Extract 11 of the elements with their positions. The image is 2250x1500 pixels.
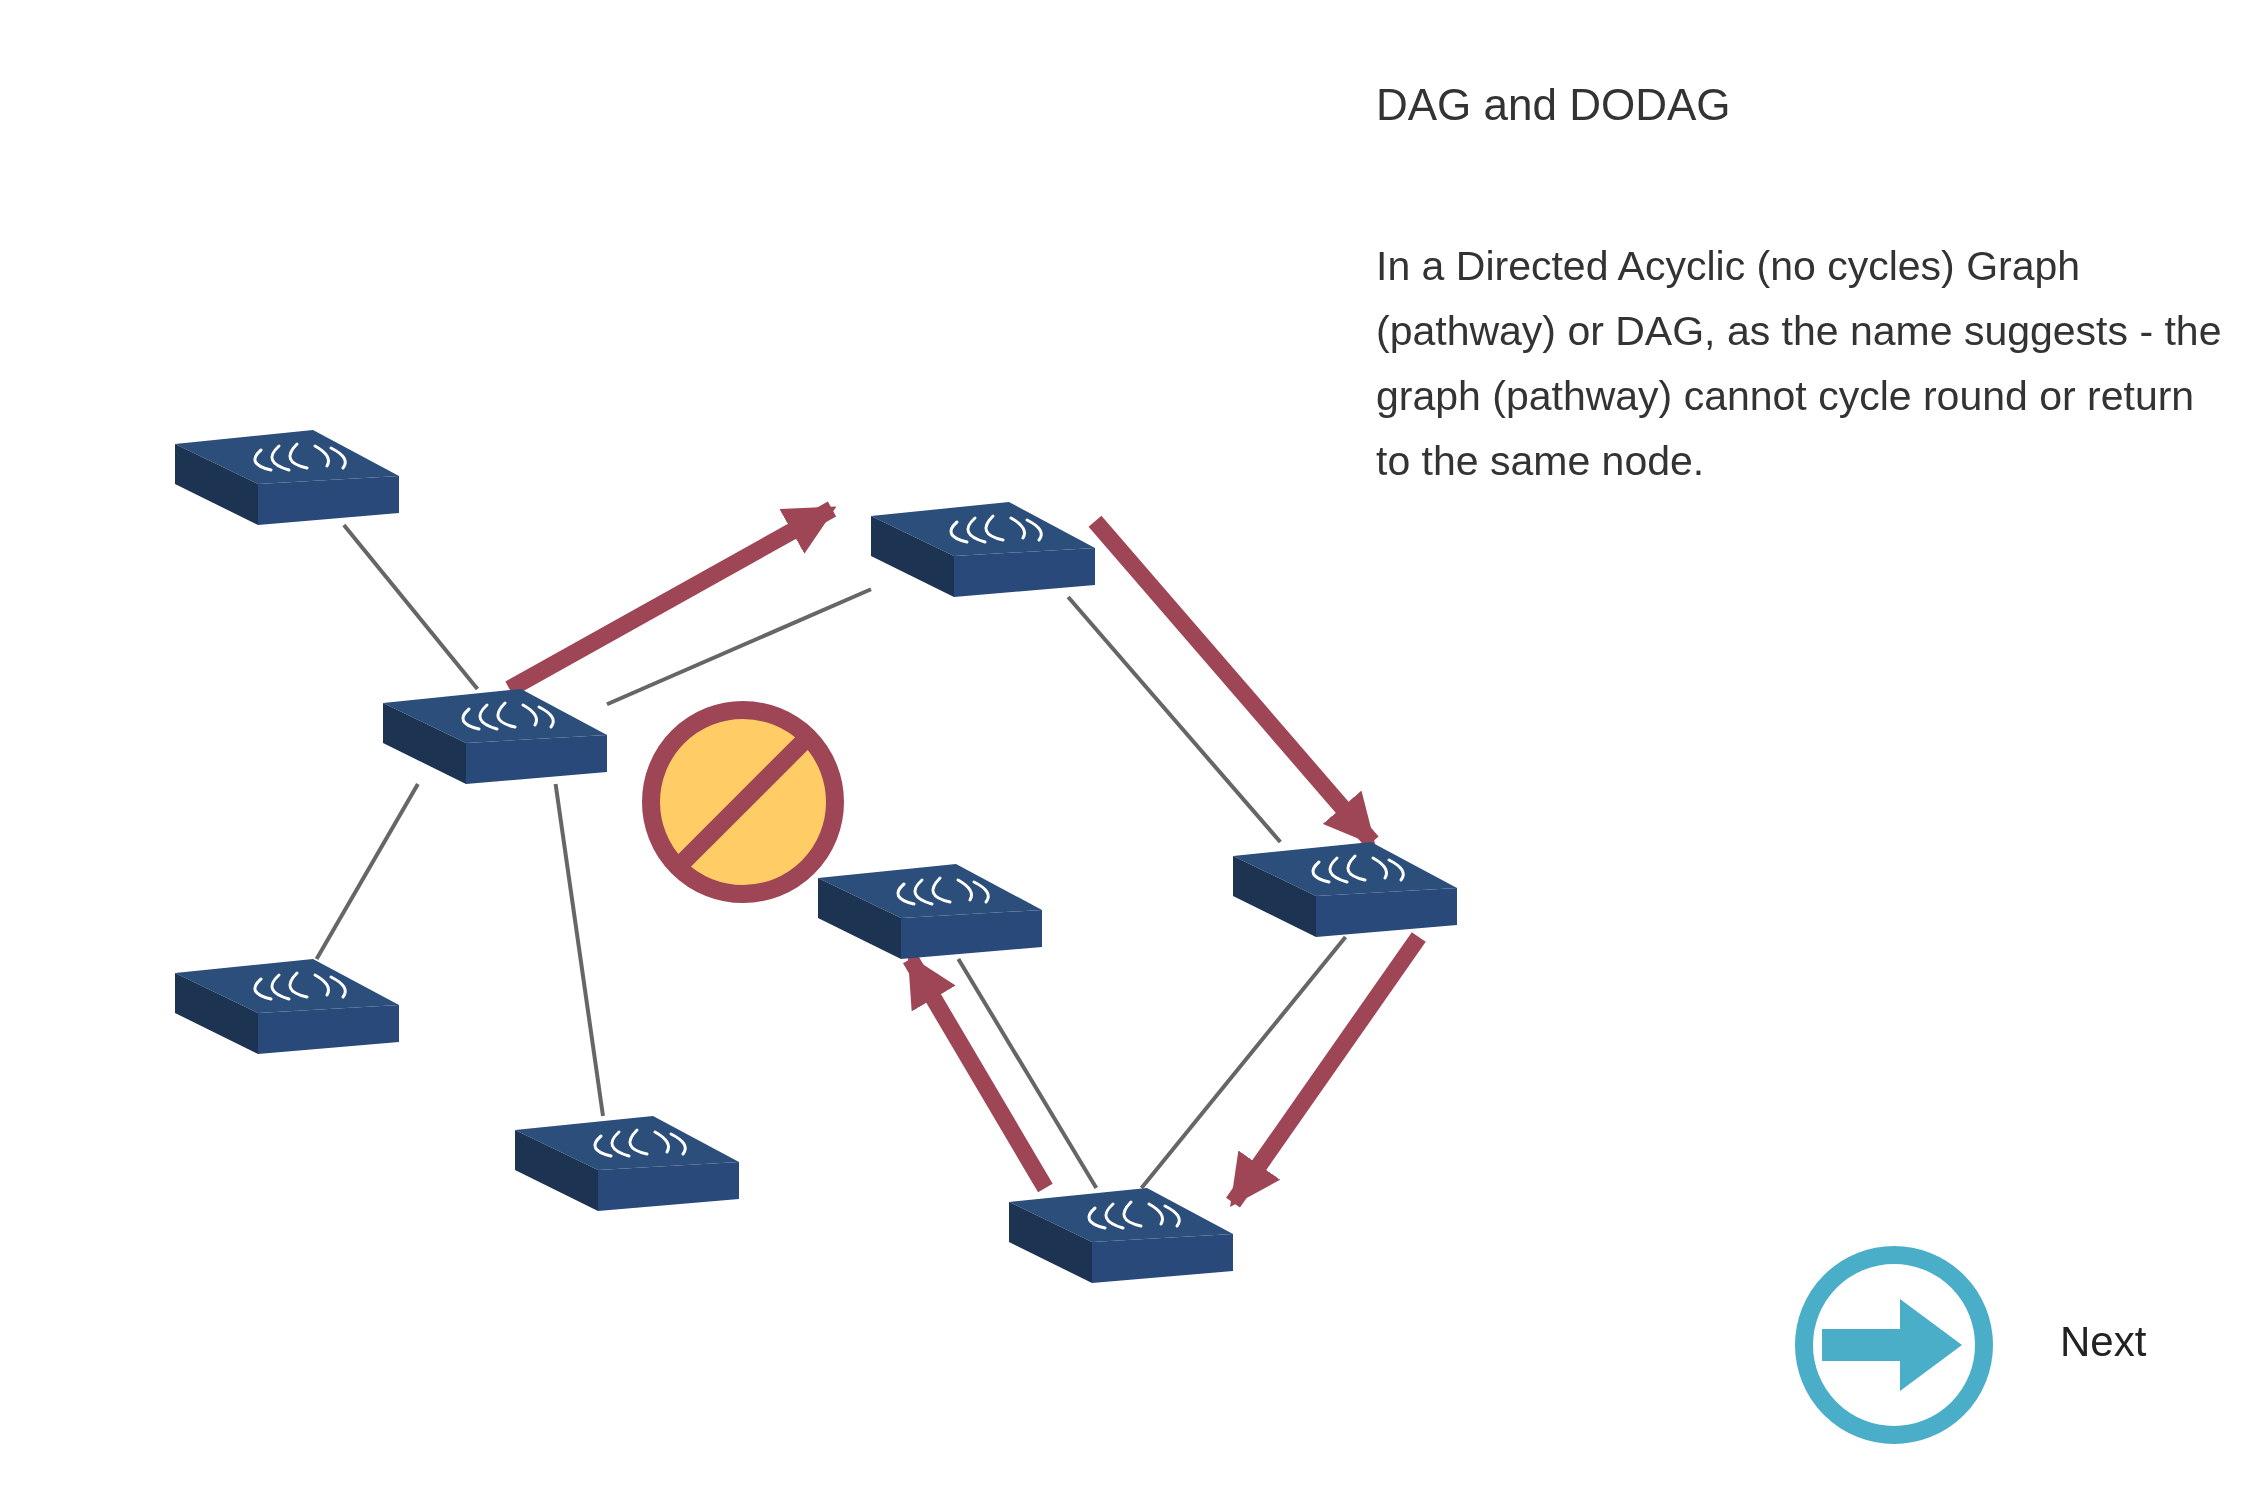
connector-line	[1066, 595, 1282, 844]
connector-line	[606, 587, 872, 707]
connector-line	[342, 523, 480, 691]
connector-line	[553, 783, 605, 1117]
connector-line	[1139, 935, 1348, 1190]
title: DAG and DODAG	[1376, 80, 1731, 130]
arrow	[1226, 932, 1426, 1208]
next-label: Next	[2060, 1318, 2147, 1366]
connector-line	[314, 783, 420, 960]
connector-line	[956, 957, 1099, 1190]
description-text: In a Directed Acyclic (no cycles) Graph (pathway) or DAG, as the name suggests - the graph (pathway) cannot cycle round or return to the same node.	[1376, 242, 2223, 486]
